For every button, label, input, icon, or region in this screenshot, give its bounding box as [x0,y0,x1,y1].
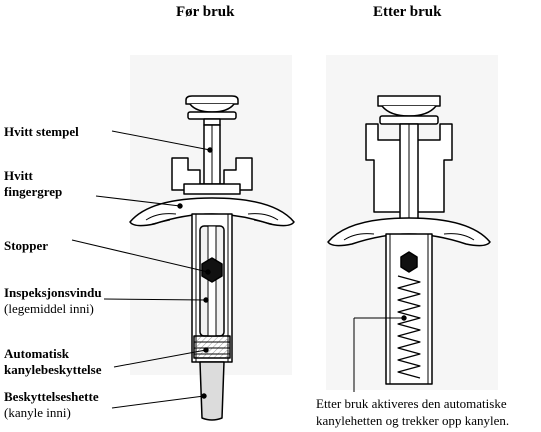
stopper-after [400,251,418,273]
leader-cap [111,395,205,409]
leader-stopper [71,239,209,273]
spring-after [397,275,421,379]
syringe-after-use [326,55,498,390]
finger-flange-after [327,217,491,247]
header-after-use: Etter bruk [373,4,442,20]
stopper-before [201,257,223,283]
label-inspection-window: Inspeksjonsvindu(legemiddel inni) [4,285,102,316]
label-protective-cap: Beskyttelseshette(kanyle inni) [4,389,99,420]
plunger-head-after [377,95,441,125]
protective-cap [199,361,225,421]
leader-plunger [111,130,211,151]
label-stopper: Stopper [4,238,49,253]
leader-window [103,298,207,301]
leader-needle-guard [113,349,207,368]
leader-lines [71,130,213,409]
label-plunger: Hvitt stempel [4,124,79,139]
syringe-before-use [129,55,295,421]
needle-guard-before [193,335,231,359]
plunger-head [185,95,239,126]
leader-finger-grip [95,195,181,207]
header-before-use: Før bruk [176,4,235,20]
finger-grip-collar [171,157,253,195]
